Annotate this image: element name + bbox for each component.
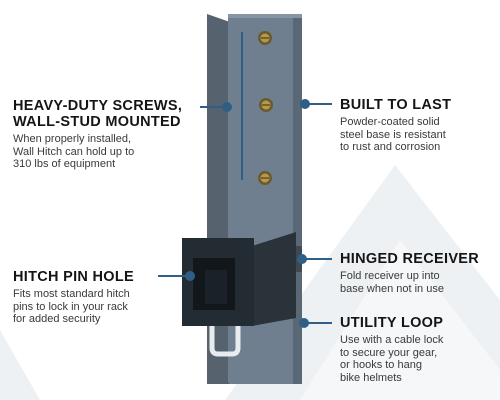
background-shape-left [0, 330, 40, 400]
pin-desc-line3: for added security [13, 313, 101, 325]
background-shape-inner [300, 240, 500, 400]
wall-plate-edge [228, 14, 302, 18]
loop-callout: UTILITY LOOP Use with a cable lock to se… [340, 315, 495, 384]
loop-desc-line4: bike helmets [340, 371, 402, 384]
built-desc-line3: to rust and corrosion [340, 141, 441, 153]
loop-desc-line2: to secure your gear, [340, 346, 438, 359]
screws-callout: HEAVY-DUTY SCREWS, WALL-STUD MOUNTED Whe… [13, 98, 203, 171]
screws-title-line2: WALL-STUD MOUNTED [13, 114, 181, 130]
receiver-description: Fold receiver up into base when not in u… [340, 270, 498, 295]
wall-plate-flange [293, 14, 302, 384]
built-description: Powder-coated solid steel base is resist… [340, 116, 495, 154]
receiver-callout: HINGED RECEIVER Fold receiver up into ba… [340, 251, 498, 295]
loop-title: UTILITY LOOP [340, 315, 444, 331]
pin-desc-line1: Fits most standard hitch [13, 288, 130, 300]
screw-bottom [258, 171, 272, 185]
built-desc-line1: Powder-coated solid [340, 116, 440, 128]
loop-description: Use with a cable lock to secure your gea… [340, 334, 495, 384]
loop-desc-line3: or hooks to hang [340, 359, 422, 371]
screws-description: When properly installed, Wall Hitch can … [13, 133, 203, 171]
receiver-inner [205, 270, 227, 304]
utility-loop [209, 326, 241, 357]
receiver-desc-line2: base when not in use [340, 282, 444, 295]
pin-title: HITCH PIN HOLE [13, 269, 135, 285]
screw-middle [259, 98, 273, 112]
screws-title-line1: HEAVY-DUTY SCREWS, [13, 98, 183, 114]
pin-description: Fits most standard hitch pins to lock in… [13, 288, 163, 326]
built-callout: BUILT TO LAST Powder-coated solid steel … [340, 97, 495, 154]
receiver-title: HINGED RECEIVER [340, 251, 480, 267]
loop-desc-line1: Use with a cable lock [340, 334, 444, 346]
pin-desc-line2: pins to lock in your rack [13, 300, 128, 313]
screw-top [258, 31, 272, 45]
receiver-side [252, 232, 296, 326]
receiver-desc-line1: Fold receiver up into [340, 270, 440, 282]
screws-desc-line2: Wall Hitch can hold up to [13, 145, 135, 158]
screws-desc-line3: 310 lbs of equipment [13, 158, 116, 170]
screws-desc-line1: When properly installed, [13, 133, 132, 145]
pin-callout: HITCH PIN HOLE Fits most standard hitch … [13, 269, 163, 326]
built-title: BUILT TO LAST [340, 97, 452, 113]
built-desc-line2: steel base is resistant [340, 128, 446, 141]
